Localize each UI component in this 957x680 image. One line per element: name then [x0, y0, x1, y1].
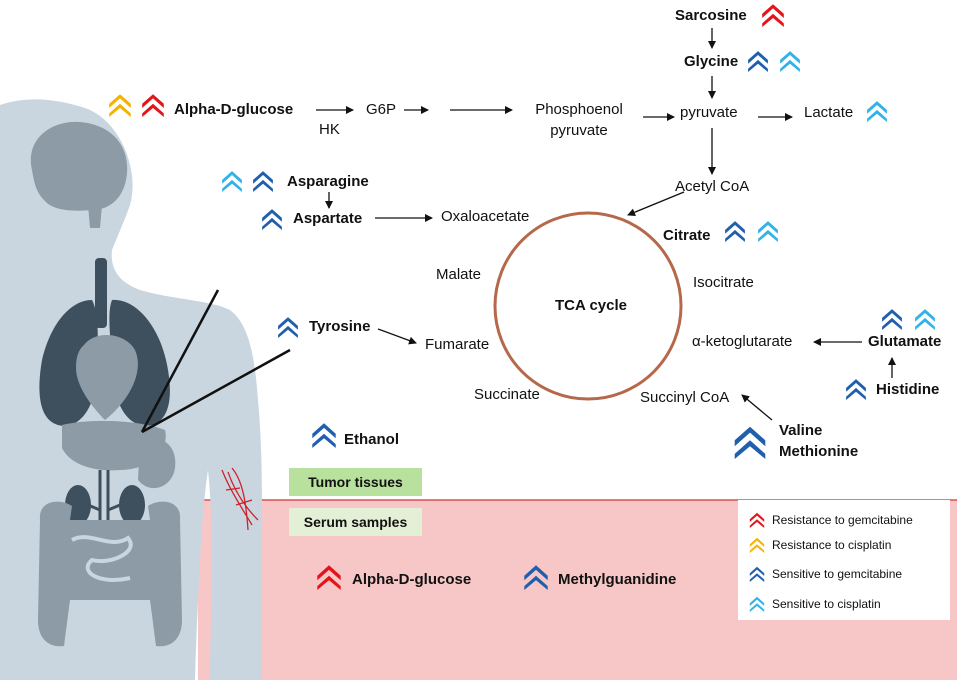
dark-blue-chevron-icon [262, 209, 282, 230]
malate-label: Malate [436, 266, 482, 283]
light-blue-chevron-icon [867, 101, 887, 122]
phosphoenol-line1: Phosphoenol [535, 101, 623, 118]
brain-icon [30, 121, 128, 211]
right-kidney-icon [119, 485, 145, 525]
red-chevron-icon [142, 94, 164, 117]
red-chevron-icon [762, 4, 784, 27]
alpha-ketoglutarate-label: α-ketoglutarate [692, 333, 793, 350]
phosphoenol-line2: pyruvate [550, 122, 608, 139]
acetyl-coa-label: Acetyl CoA [675, 178, 750, 195]
pyruvate-label: pyruvate [680, 104, 738, 121]
tca-cycle-label: TCA cycle [555, 297, 627, 314]
yellow-chevron-icon [749, 537, 765, 553]
left-kidney-icon [65, 485, 91, 525]
citrate-label: Citrate [663, 227, 711, 244]
light-blue-chevron-icon [780, 51, 800, 72]
pointer-line-bottom [141, 348, 291, 434]
asparagine-label: Asparagine [287, 173, 369, 190]
blood-vessels-icon [87, 470, 121, 560]
pointer-line-top [140, 289, 220, 433]
brain-stem-icon [88, 205, 102, 228]
light-blue-chevron-icon [915, 309, 935, 330]
dark-blue-chevron-icon [749, 566, 765, 582]
dark-blue-chevron-icon [846, 379, 866, 400]
glycine-label: Glycine [684, 53, 739, 70]
oxaloacetate-label: Oxaloacetate [441, 208, 530, 225]
tyrosine-label: Tyrosine [309, 318, 371, 335]
dark-blue-chevron-icon [278, 317, 298, 338]
serum-alpha-d-glucose-label: Alpha-D-glucose [352, 571, 472, 588]
pathway-arrows [316, 28, 896, 421]
sarcosine-label: Sarcosine [675, 7, 747, 24]
legend: Resistance to gemcitabine Resistance to … [738, 500, 950, 620]
trachea-icon [95, 258, 107, 328]
alpha-d-glucose-label: Alpha-D-glucose [174, 101, 294, 118]
valine-label: Valine [779, 422, 823, 439]
stomach-icon [138, 437, 176, 489]
arrow-tyrosine-fumarate [377, 328, 417, 345]
light-blue-chevron-icon [749, 596, 765, 612]
tumor-vessel-icon [221, 467, 259, 531]
human-body-illustration [0, 99, 263, 680]
arrow-acetylcoa-tca [627, 191, 685, 217]
legend-label: Resistance to cisplatin [772, 538, 892, 552]
g6p-label: G6P [366, 101, 397, 118]
heart-icon [76, 334, 138, 420]
yellow-chevron-icon [109, 94, 131, 117]
ethanol-label: Ethanol [344, 431, 399, 448]
left-lung-icon [39, 300, 98, 426]
glutamate-label: Glutamate [868, 333, 942, 350]
phosphoenol-pyruvate-label: Phosphoenol pyruvate [520, 101, 638, 140]
light-blue-chevron-icon [758, 221, 778, 242]
hk-label: HK [319, 121, 340, 138]
dark-blue-chevron-icon [882, 309, 902, 330]
fumarate-label: Fumarate [425, 336, 490, 353]
aspartate-label: Aspartate [293, 210, 363, 227]
histidine-label: Histidine [876, 381, 940, 398]
small-intestine-icon [71, 535, 133, 582]
light-blue-chevron-icon [222, 171, 242, 192]
serum-methylguanidine-label: Methylguanidine [558, 571, 677, 588]
dark-blue-chevron-icon [253, 171, 273, 192]
isocitrate-label: Isocitrate [693, 274, 754, 291]
methionine-label: Methionine [779, 443, 859, 460]
dark-blue-chevron-icon [734, 426, 766, 459]
legend-label: Sensitive to gemcitabine [772, 567, 903, 581]
tca-cycle-circle [493, 211, 683, 401]
legend-label: Resistance to gemcitabine [772, 513, 913, 527]
dark-blue-chevron-icon [725, 221, 745, 242]
legend-label: Sensitive to cisplatin [772, 597, 881, 611]
succinyl-coa-label: Succinyl CoA [640, 389, 730, 406]
serum-samples-label: Serum samples [289, 508, 422, 536]
dark-blue-chevron-icon [748, 51, 768, 72]
lactate-label: Lactate [804, 104, 854, 121]
tumor-tissues-label: Tumor tissues [289, 468, 422, 496]
succinate-label: Succinate [474, 386, 540, 403]
red-chevron-icon [749, 512, 765, 528]
arrow-valine-succinylcoa [741, 394, 773, 421]
dark-blue-chevron-icon [312, 423, 336, 448]
